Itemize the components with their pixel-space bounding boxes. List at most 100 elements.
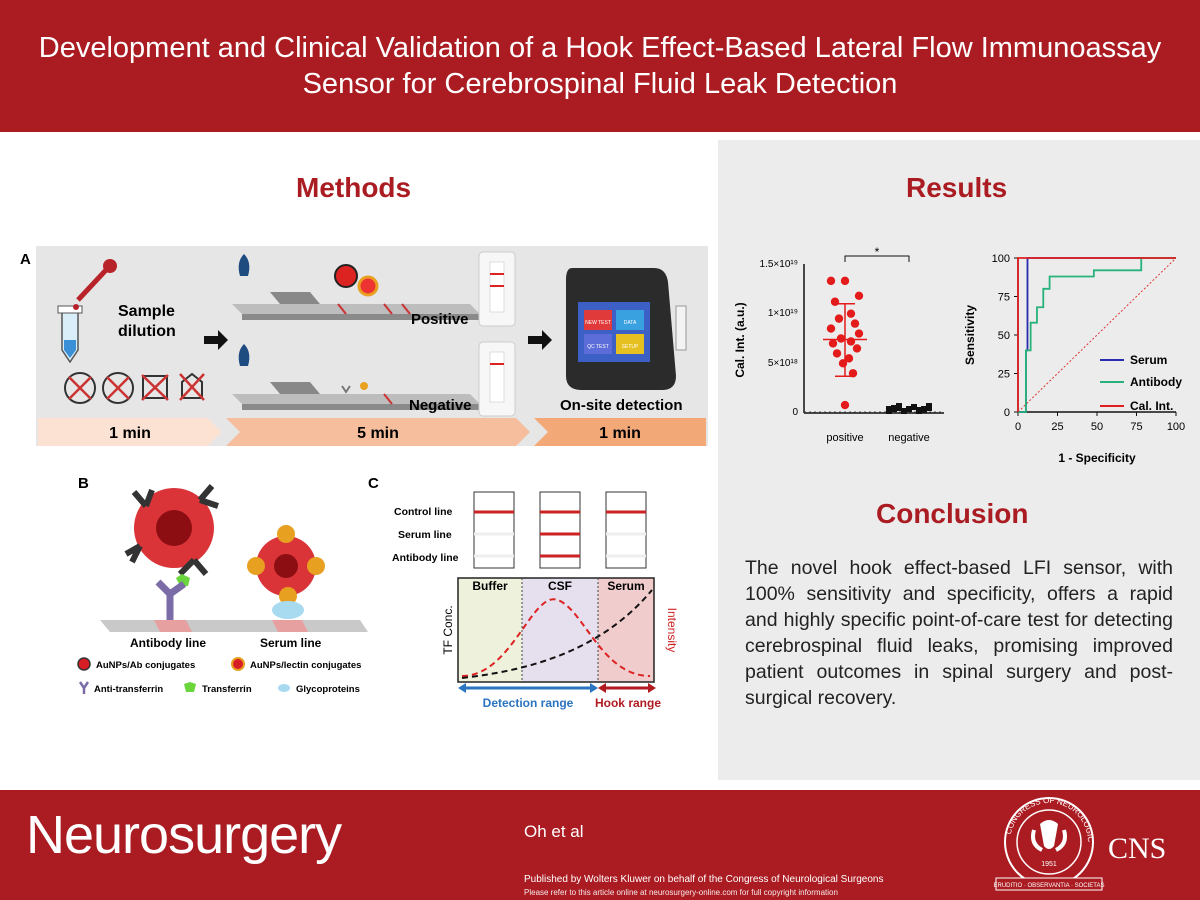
serum-line-label-c: Serum line [398, 529, 452, 541]
conclusion-title: Conclusion [876, 498, 1029, 529]
scatter-point-positive [846, 337, 856, 346]
legend-b: AuNPs/Ab conjugates AuNPs/lectin conjuga… [77, 657, 361, 695]
onsite-label: On-site detection [560, 397, 683, 414]
scatter-point-positive [826, 276, 836, 286]
hook-range-label: Hook range [595, 696, 661, 710]
seal-year: 1951 [1041, 861, 1057, 868]
cns-logo-text: CNS [1108, 832, 1167, 865]
drop-positive-icon [238, 254, 250, 276]
detection-range-label: Detection range [483, 696, 574, 710]
step-1-time: 1 min [109, 425, 151, 442]
region-serum-label: Serum [607, 579, 644, 593]
legend-aunp-ab: AuNPs/Ab conjugates [96, 660, 195, 671]
scatter-point-positive [848, 369, 858, 378]
strip-buffer [473, 491, 515, 569]
roc-diagonal [1017, 257, 1177, 413]
scatter-point-positive [844, 354, 854, 363]
scatter-point-negative [921, 407, 927, 414]
roc-xlabel: 1 - Specificity [1058, 451, 1136, 465]
scatter-ytick-1: 1×10¹⁹ [768, 308, 798, 319]
sample-tube-icon [57, 305, 83, 364]
footer-banner: Neurosurgery Oh et al Published by Wolte… [0, 790, 1200, 900]
scatter-point-positive [840, 276, 850, 286]
legend-glycoproteins: Glycoproteins [296, 684, 360, 695]
significance-mark: * [875, 245, 880, 259]
scatter-point-positive [832, 349, 842, 358]
scatter-point-positive [828, 339, 838, 348]
sample-label-2: dilution [118, 323, 176, 340]
region-buffer-label: Buffer [472, 579, 508, 593]
panel-a-label: A [20, 251, 31, 268]
roc-line-calint [1017, 257, 1176, 412]
control-line-label: Control line [394, 506, 452, 518]
scatter-ytick-3: 0 [792, 407, 798, 418]
negative-cassette [478, 341, 516, 417]
aunp-ab-conjugate-large [124, 484, 219, 577]
roc-xtick: 25 [1051, 421, 1063, 433]
strip-csf [539, 491, 581, 569]
roc-xtick: 50 [1091, 421, 1103, 433]
strip-serum [605, 491, 647, 569]
scatter-xtick-positive: positive [826, 432, 863, 444]
legend-serum: Serum [1130, 353, 1167, 367]
roc-line-antibody [1018, 257, 1176, 413]
legend-aunp-lectin: AuNPs/lectin conjugates [250, 660, 361, 671]
scatter-point-positive [854, 329, 864, 338]
step-1-chevron [38, 418, 222, 446]
no-lab-icon-1 [64, 372, 96, 404]
anti-transferrin-shape [155, 579, 187, 620]
panel-b-illustration: B Antibody line Serum line AuNPs/Ab conj… [77, 475, 368, 695]
legend-antibody: Antibody [1130, 375, 1182, 389]
scatter-point-negative [916, 407, 922, 414]
roc-legend: Serum Antibody Cal. Int. [1100, 353, 1182, 413]
tf-conc-label: TF Conc. [441, 605, 455, 654]
antibody-line-label: Antibody line [130, 636, 206, 650]
region-buffer [458, 578, 522, 682]
publisher-note: Published by Wolters Kluwer on behalf of… [524, 874, 884, 885]
antibody-line-label-c: Antibody line [392, 552, 459, 564]
journal-logo-text: Neurosurgery [26, 805, 342, 865]
cns-seal-icon: CONGRESS OF NEUROLOGICAL SURGEONS 1951 E… [990, 794, 1105, 891]
positive-label: Positive [411, 311, 469, 328]
roc-ytick: 100 [992, 253, 1010, 265]
scatter-point-negative [906, 406, 912, 413]
scatter-point-positive [830, 297, 840, 306]
roc-ytick: 75 [998, 292, 1010, 304]
roc-xtick: 100 [1167, 421, 1185, 433]
no-lab-icon-2 [102, 372, 134, 404]
scatter-point-positive [854, 291, 864, 300]
significance-bracket [844, 255, 910, 262]
header-banner: Development and Clinical Validation of a… [0, 0, 1200, 132]
intensity-curve [461, 598, 651, 677]
scatter-point-positive [846, 309, 856, 318]
serum-line-label-b: Serum line [260, 636, 322, 650]
arrow-2-icon [528, 330, 552, 350]
scatter-point-positive [840, 400, 850, 410]
glycoprotein-shape [272, 601, 304, 619]
drop-negative-icon [238, 344, 250, 366]
scatter-point-positive [834, 314, 844, 323]
scatter-point-negative [911, 404, 917, 411]
intensity-label: Intensity [665, 608, 679, 653]
legend-anti-transferrin: Anti-transferrin [94, 684, 163, 695]
copyright-note: Please refer to this article online at n… [524, 888, 838, 897]
panel-c-illustration: C Control line Serum line Antibody line … [368, 475, 679, 710]
scatter-xtick-negative: negative [888, 432, 930, 444]
scatter-point-negative [901, 408, 907, 415]
dropper-icon [73, 259, 117, 310]
scatter-point-positive [836, 334, 846, 343]
sample-label-1: Sample [118, 303, 175, 320]
seal-motto: ERUDITIO · OBSERVANTIA · SOCIETAS [993, 883, 1104, 889]
results-panel [718, 140, 1200, 780]
device-btn-1: NEW TEST [585, 320, 611, 326]
device-btn-2: DATA [624, 320, 637, 326]
panel-b-label: B [78, 475, 89, 492]
scatter-ytick-0: 1.5×10¹⁹ [760, 259, 798, 270]
scatter-point-negative [886, 408, 892, 415]
scatter-point-negative [896, 405, 902, 412]
authors: Oh et al [524, 822, 584, 841]
device-btn-3: QC TEST [587, 344, 609, 350]
step-2-time: 5 min [357, 425, 399, 442]
poster-title: Development and Clinical Validation of a… [38, 32, 1162, 100]
